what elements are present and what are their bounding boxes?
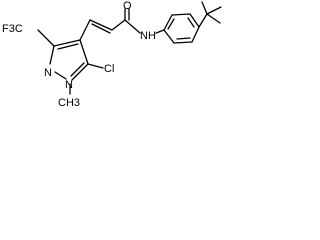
label-carbonyl-o: O — [123, 0, 132, 12]
bond-c3-n2 — [49, 45, 55, 65]
bond-ar-4-5 — [189, 13, 200, 28]
bond-c3-c4-inner — [57, 43, 79, 50]
bond-c5-cl — [87, 63, 104, 69]
label-amide-nh: NH — [140, 30, 156, 42]
bond-c4-calpha — [79, 19, 91, 41]
bond-c4-c5 — [79, 39, 89, 65]
bond-c5-n1-inner — [70, 62, 85, 77]
bond-ar-1-2 — [163, 29, 175, 44]
label-methyl: CH3 — [58, 97, 80, 109]
bond-c3-cf3 — [37, 29, 55, 47]
bond-c5-n1 — [71, 63, 89, 81]
bond-calpha-cbeta — [89, 19, 113, 31]
bond-cbeta-carbonyl — [111, 19, 126, 31]
molecule-structure: F3C N N CH3 Cl O NH — [2, 0, 222, 109]
bond-n1-n2 — [54, 71, 67, 80]
bond-carbonyl-n — [124, 19, 141, 34]
bond-ar-inner-a — [176, 37, 191, 40]
bond-ar-inner-b — [187, 17, 195, 28]
bond-ar-6-1 — [163, 14, 173, 31]
bond-tbu-me3 — [206, 13, 221, 24]
bond-c3-c4 — [53, 39, 81, 47]
bond-ar-tbu — [198, 13, 208, 28]
label-f3c: F3C — [2, 23, 23, 35]
label-n-upper: N — [44, 67, 52, 79]
label-chloro: Cl — [104, 63, 114, 75]
bond-n-aryl — [155, 29, 165, 34]
bond-ar-5-6 — [171, 13, 191, 16]
label-n-lower: N — [65, 79, 73, 91]
bond-ar-2-3 — [173, 41, 193, 44]
bond-ar-3-4 — [191, 26, 200, 43]
bond-calpha-cbeta-inner — [91, 23, 111, 34]
bond-tbu-me2 — [206, 6, 222, 15]
bond-ar-inner-c — [167, 18, 175, 30]
bond-tbu-me1 — [201, 1, 208, 15]
